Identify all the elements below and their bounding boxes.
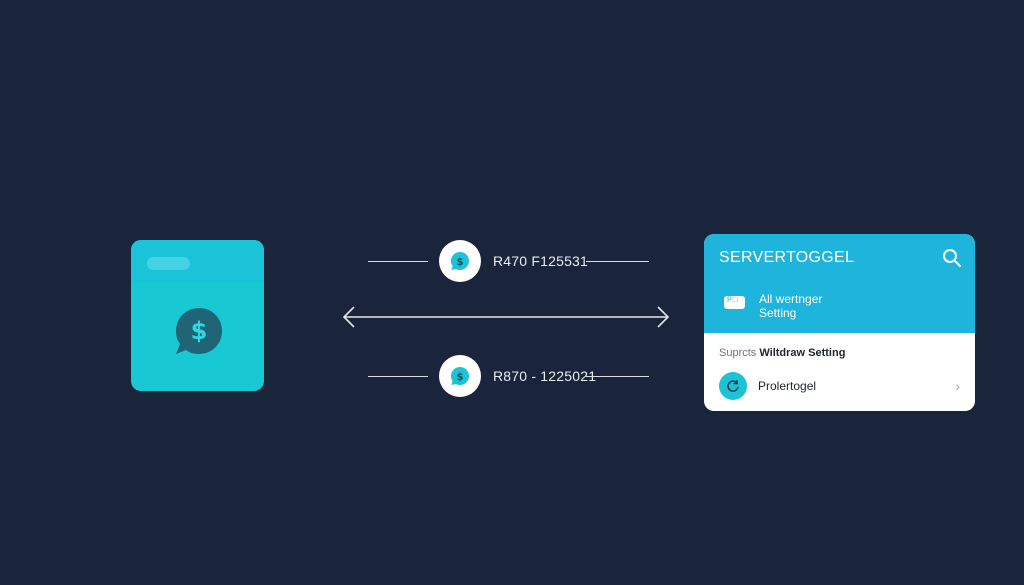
flow-line-left-top — [368, 261, 428, 262]
section-heading: Suprcts Wiltdraw Setting — [719, 347, 845, 359]
double-arrow-icon — [342, 306, 670, 328]
app-card: SERVERTOGGEL P□ All wertnger Setting Sup… — [704, 234, 975, 411]
dollar-chat-icon: $ — [176, 308, 222, 354]
refresh-icon — [719, 372, 747, 400]
flow-line-left-bottom — [368, 376, 428, 377]
coin-badge-top: $ — [439, 240, 481, 282]
flow-line-right-top — [586, 261, 649, 262]
search-icon[interactable] — [942, 248, 962, 268]
svg-text:$: $ — [457, 257, 464, 268]
transfer-amount-bottom: R870 - 1225021 — [493, 368, 597, 384]
dollar-chat-icon: $ — [451, 367, 469, 385]
transfer-amount-top: R470 F125531 — [493, 253, 589, 269]
list-item-prolertogel[interactable]: Prolertogel › — [719, 371, 964, 401]
device-icon: P□ — [724, 296, 745, 309]
list-item-label: Prolertogel — [758, 379, 817, 393]
dollar-chat-icon: $ — [451, 252, 469, 270]
device-icon-label: P□ — [727, 296, 739, 305]
wallet-tab — [147, 257, 190, 270]
coin-badge-bottom: $ — [439, 355, 481, 397]
all-settings-label: All wertnger Setting — [759, 292, 822, 320]
section-title: Wiltdraw Setting — [759, 347, 846, 359]
chevron-right-icon: › — [955, 378, 960, 394]
app-title: SERVERTOGGEL — [719, 249, 855, 266]
section-prefix: Suprcts — [719, 347, 757, 359]
all-settings-line2: Setting — [759, 306, 797, 320]
all-settings-line1: All wertnger — [759, 292, 823, 306]
svg-text:$: $ — [191, 317, 208, 345]
all-settings-item[interactable]: P□ All wertnger Setting — [724, 292, 822, 320]
svg-text:$: $ — [457, 372, 464, 383]
app-header: SERVERTOGGEL P□ All wertnger Setting — [704, 234, 975, 333]
flow-line-right-bottom — [586, 376, 649, 377]
wallet-icon: $ — [131, 240, 264, 391]
